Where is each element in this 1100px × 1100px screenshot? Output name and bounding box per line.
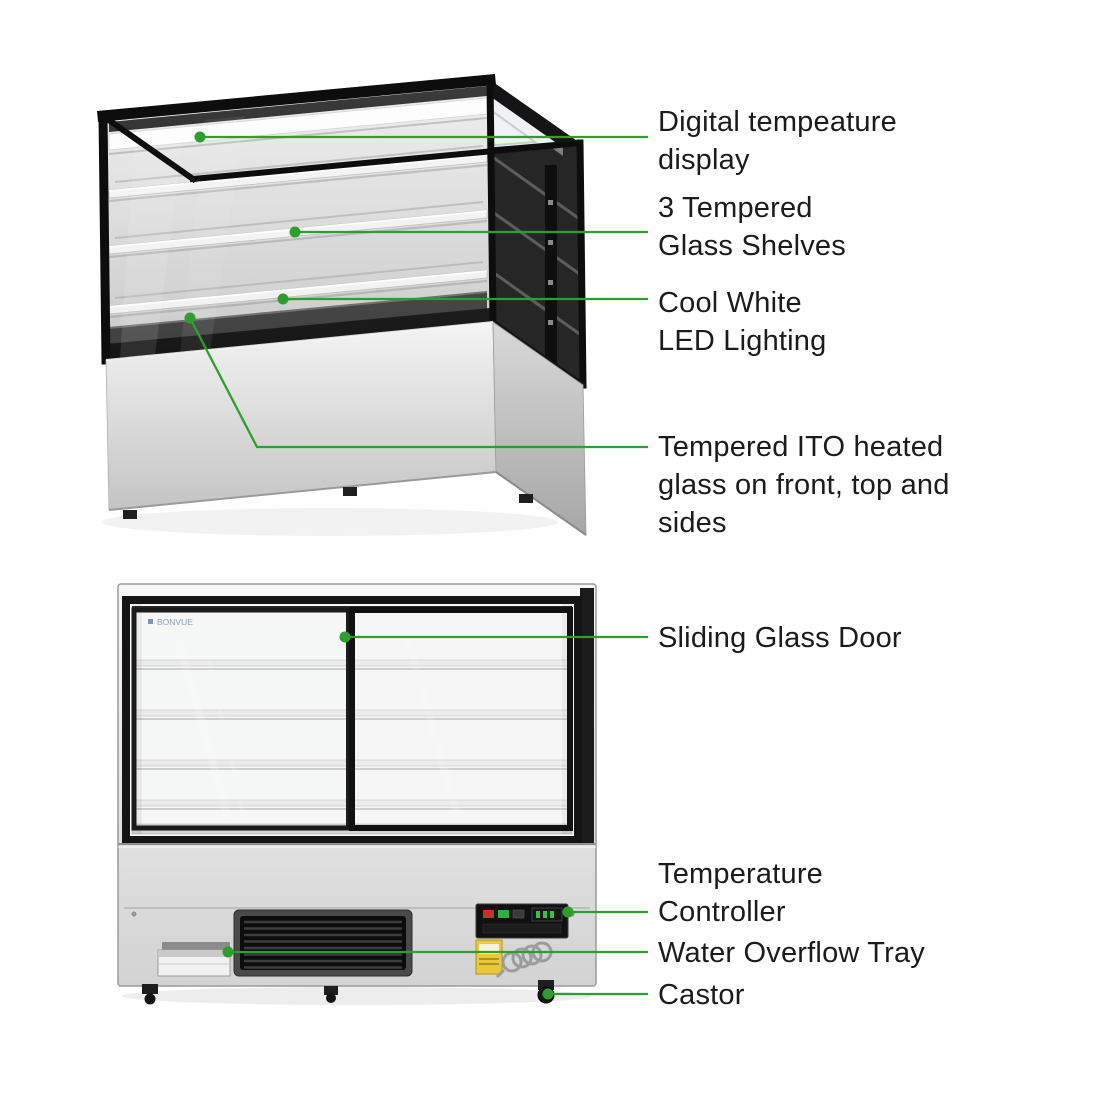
castor-middle — [324, 986, 338, 1003]
callout-label-water-tray: Water Overflow Tray — [658, 937, 925, 969]
brand-logo-text: BONVUE — [157, 617, 193, 627]
cabinet-frame — [97, 74, 587, 389]
callout-label-castor: Castor — [658, 979, 745, 1011]
rating-label — [475, 939, 503, 975]
callout-label-glass-shelves: 3 Tempered Glass Shelves — [658, 192, 846, 262]
sliding-door-right — [349, 607, 573, 831]
callout-label-ito-glass: Tempered ITO heated glass on front, top … — [658, 431, 950, 539]
callout-label-digital-display: Digital tempeature display — [658, 106, 897, 176]
castor-left — [142, 984, 158, 1005]
display-cabinet-front-view: BONVUE — [117, 583, 597, 1005]
callout-label-led-lighting: Cool White LED Lighting — [658, 287, 827, 357]
water-overflow-tray — [157, 942, 231, 977]
glass-section-frame — [122, 596, 582, 844]
brand-icon — [148, 619, 153, 624]
cabinet-shadow — [122, 987, 592, 1005]
callout-label-temp-controller: Temperature Controller — [658, 858, 823, 928]
base-foot — [519, 494, 533, 503]
side-panel-edge — [580, 588, 594, 844]
sliding-door-left — [131, 607, 353, 831]
base-foot — [123, 510, 137, 519]
stainless-base — [105, 321, 587, 536]
controller-red-button — [483, 910, 494, 918]
base-foot — [343, 487, 357, 496]
screw — [131, 911, 137, 917]
controller-button — [512, 909, 525, 919]
castor-wheel — [537, 980, 555, 1004]
controller-green-button — [498, 910, 509, 918]
temperature-controller-panel — [475, 903, 569, 939]
brand-logo-small: BONVUE — [148, 617, 193, 627]
screw — [569, 911, 575, 917]
cabinet-shadow — [102, 508, 558, 536]
vent-grille — [233, 909, 413, 977]
front-glass-sheen — [103, 80, 493, 360]
display-cabinet-angled-view: BONVUE — [97, 74, 587, 536]
callout-label-sliding-door: Sliding Glass Door — [658, 622, 902, 654]
shelf-support-post — [545, 165, 557, 383]
